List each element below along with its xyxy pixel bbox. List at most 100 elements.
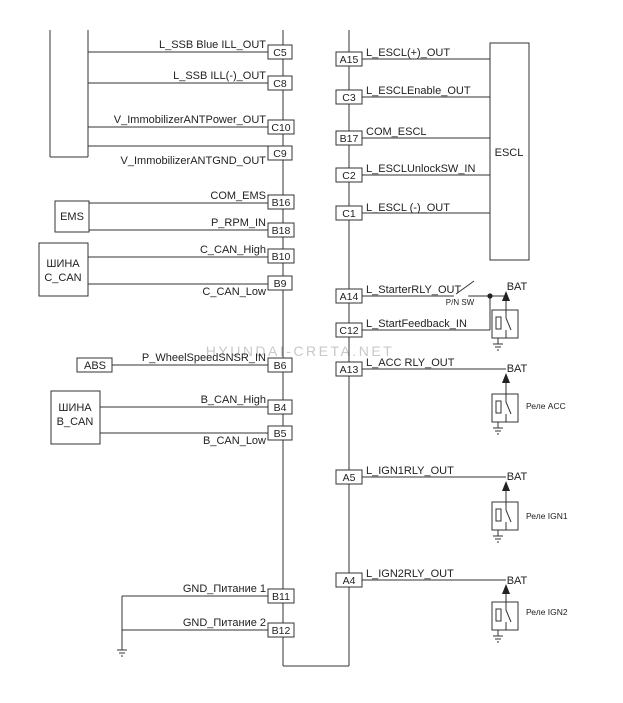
signal-label-c3: L_ESCLEnable_OUT	[366, 85, 471, 97]
bat-arrow-icon	[502, 291, 510, 301]
relay-coil-icon	[495, 508, 502, 522]
ground-symbol-icon	[493, 427, 503, 435]
bat-label-ign1: BAT	[507, 471, 528, 483]
bat-label-starter: BAT	[507, 281, 528, 293]
pin-code-b16: B16	[272, 197, 291, 209]
ems-box	[54, 200, 90, 233]
relay-coil-icon	[495, 608, 502, 622]
pin-box-c5	[267, 44, 293, 60]
pn-switch-icon	[453, 280, 493, 299]
pin-code-c5: C5	[273, 47, 287, 59]
ground-symbol-icon	[493, 343, 503, 351]
relay-contact-blade	[505, 317, 512, 331]
pin-code-c3: C3	[342, 92, 356, 104]
signal-label-c8: L_SSB ILL(-)_OUT	[173, 70, 266, 82]
escl-label: ESCL	[495, 147, 524, 159]
c-can-bus-box	[38, 242, 89, 297]
abs-box	[76, 357, 113, 373]
relay-contact-blade	[505, 509, 512, 523]
pin-box-b16	[267, 194, 295, 210]
relay-contact-blade	[505, 401, 512, 415]
signal-label-a14: L_StarterRLY_OUT	[366, 284, 461, 296]
b-can-bus-label-1: ШИНА	[58, 402, 92, 414]
signal-label-c10: V_ImmobilizerANTPower_OUT	[114, 114, 266, 126]
pin-box-a14	[335, 288, 363, 304]
pin-box-b18	[267, 222, 295, 238]
ground-symbol-icon	[493, 535, 503, 543]
pin-code-a13: A13	[340, 364, 359, 376]
acc-relay	[491, 373, 519, 435]
escl-module-box	[489, 42, 530, 261]
pin-code-b11: B11	[272, 591, 290, 603]
signal-label-b16: COM_EMS	[210, 190, 266, 202]
pin-code-a14: A14	[340, 291, 359, 303]
signal-label-b9: C_CAN_Low	[202, 286, 266, 298]
ground-symbol-icon	[493, 635, 503, 643]
signal-label-c12: L_StartFeedback_IN	[366, 318, 467, 330]
pin-box-c9	[267, 145, 293, 161]
signal-label-a15: L_ESCL(+)_OUT	[366, 47, 450, 59]
pin-box-b5	[267, 425, 293, 441]
starter-relay	[491, 291, 519, 351]
bat-label-acc: BAT	[507, 363, 528, 375]
ign2-relay	[491, 584, 519, 643]
pin-box-c10	[267, 119, 295, 135]
ground-symbol-icon	[117, 649, 127, 657]
bat-arrow-icon	[502, 481, 510, 491]
signal-label-b18: P_RPM_IN	[211, 217, 266, 229]
pin-code-a4: A4	[343, 575, 356, 587]
signal-label-a5: L_IGN1RLY_OUT	[366, 465, 454, 477]
signal-label-b12: GND_Питание 2	[183, 617, 266, 629]
ign1-relay	[491, 481, 519, 543]
pin-code-b17: B17	[340, 133, 359, 145]
pin-code-c2: C2	[342, 170, 356, 182]
relay-coil-icon	[495, 316, 502, 330]
signal-label-b11: GND_Питание 1	[183, 583, 266, 595]
pin-code-b5: B5	[274, 428, 287, 440]
pin-code-c12: C12	[339, 325, 358, 337]
bat-arrow-icon	[502, 584, 510, 594]
signal-label-a13: L_ACC RLY_OUT	[366, 357, 455, 369]
c-can-bus-label-1: ШИНА	[46, 258, 80, 270]
relay-contact-blade	[505, 609, 512, 623]
coil-loop	[90, 121, 100, 152]
pin-box-a5	[335, 469, 363, 485]
relay-coil-icon	[495, 400, 502, 414]
pin-code-b9: B9	[274, 278, 287, 290]
c-can-bus-label-2: C_CAN	[44, 272, 81, 284]
coil-loop	[97, 121, 107, 152]
signal-label-c5: L_SSB Blue ILL_OUT	[159, 39, 266, 51]
pin-box-b4	[267, 399, 293, 415]
pin-box-b6	[267, 357, 293, 373]
signal-label-c1: L_ESCL (-)_OUT	[366, 202, 450, 214]
signal-label-c9: V_ImmobilizerANTGND_OUT	[121, 155, 267, 167]
signal-label-b17: COM_ESCL	[366, 126, 427, 138]
pin-box-c8	[267, 75, 293, 91]
watermark: HYUNDAI-CRETA.NET	[206, 343, 394, 359]
pin-box-b11	[267, 588, 295, 604]
pin-code-b12: B12	[272, 625, 291, 637]
pin-box-b10	[267, 248, 295, 264]
pn-switch-label: P/N SW	[446, 298, 475, 307]
signal-label-b6: P_WheelSpeedSNSR_IN	[142, 352, 266, 364]
pin-code-c8: C8	[273, 78, 287, 90]
ems-label: EMS	[60, 211, 84, 223]
pin-code-b10: B10	[272, 251, 291, 263]
signal-label-b5: B_CAN_Low	[203, 435, 266, 447]
pin-code-a5: A5	[343, 472, 356, 484]
pin-box-a4	[335, 572, 363, 588]
pin-code-b18: B18	[272, 225, 291, 237]
signal-label-b10: C_CAN_High	[200, 244, 266, 256]
pin-code-c10: C10	[271, 122, 290, 134]
pin-box-c3	[335, 89, 363, 105]
b-can-bus-box	[50, 390, 101, 445]
pin-box-b17	[335, 130, 363, 146]
signal-label-a4: L_IGN2RLY_OUT	[366, 568, 454, 580]
relay-label-ign1: Реле IGN1	[526, 511, 568, 521]
relay-label-acc: Реле ACC	[526, 401, 566, 411]
bat-label-ign2: BAT	[507, 575, 528, 587]
pin-code-c9: C9	[273, 148, 287, 160]
pin-box-b9	[267, 275, 293, 291]
pin-box-c12	[335, 322, 363, 338]
